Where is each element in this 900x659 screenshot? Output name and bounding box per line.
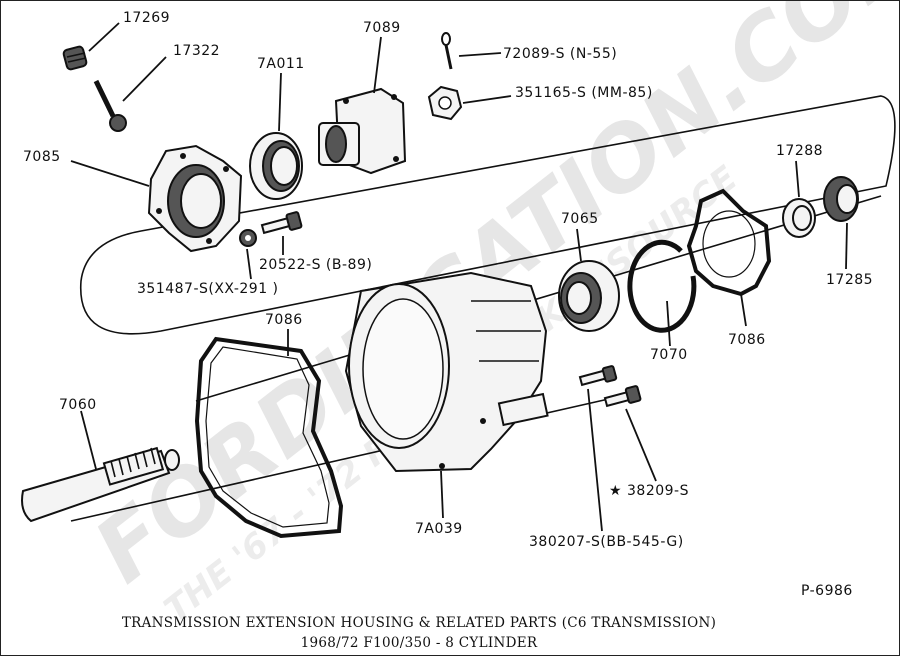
part-20522-bolt [260,211,303,235]
part-72089-cotter-pin [441,32,453,70]
label-17288: 17288 [776,143,823,159]
label-7086-rear: 7086 [728,332,766,348]
part-17269-plug [62,45,88,71]
label-7086-front: 7086 [265,312,303,328]
label-38209-S: ★ 38209-S [609,483,689,499]
part-38209-bolt [603,385,642,408]
part-7065-bearing [558,260,620,332]
part-7070-snap-ring [627,239,697,333]
label-7060: 7060 [59,397,97,413]
figure-id: P-6986 [801,583,853,599]
label-20522-S: 20522-S (B-89) [259,257,372,273]
label-7A011: 7A011 [257,56,305,72]
label-351487-S: 351487-S(XX-291 ) [137,281,279,297]
part-17285-seal [823,176,859,222]
part-7A011-seal [249,132,303,200]
part-7089-flange [318,87,407,175]
caption-line-2: 1968/72 F100/350 - 8 CYLINDER [301,635,538,651]
part-17322-sleeve [93,79,127,132]
part-351165-nut [427,85,463,121]
label-17285: 17285 [826,272,873,288]
part-351487-lockwasher [239,229,257,247]
label-7089: 7089 [363,20,401,36]
part-17288-sleeve [782,198,816,238]
part-7086-gasket-front [194,336,344,539]
label-7085: 7085 [23,149,61,165]
part-7060-output-shaft [21,446,180,523]
caption-line-1: TRANSMISSION EXTENSION HOUSING & RELATED… [122,615,716,631]
label-380207-S: 380207-S(BB-545-G) [529,534,684,550]
part-7085-retainer [147,144,243,253]
label-7065: 7065 [561,211,599,227]
label-7A039: 7A039 [415,521,463,537]
part-7A039-extension-housing [344,271,549,473]
caption: TRANSMISSION EXTENSION HOUSING & RELATED… [122,615,716,651]
part-labels: 17269 17322 7A011 7089 72089-S (N-55) 35… [23,10,873,599]
label-17269: 17269 [123,10,170,26]
label-17322: 17322 [173,43,220,59]
leader-lines [70,22,848,532]
label-7070: 7070 [650,347,688,363]
label-351165-S: 351165-S (MM-85) [515,85,653,101]
label-72089-S: 72089-S (N-55) [503,46,617,62]
part-380207-bolt [578,365,618,387]
part-7086-gasket-rear [686,188,772,297]
